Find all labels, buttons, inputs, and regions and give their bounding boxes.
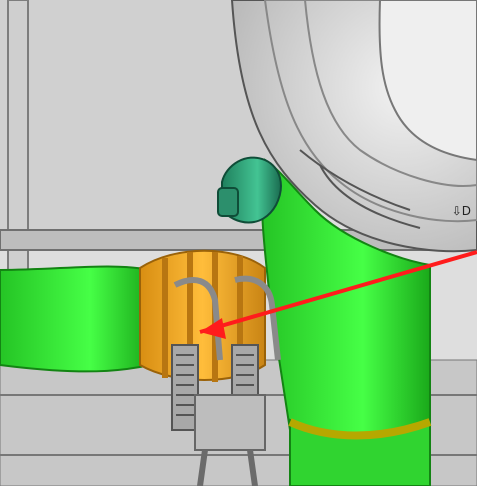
sensor-icon	[217, 156, 282, 224]
fan-housing	[230, 0, 477, 253]
horizontal-pipe	[0, 265, 151, 373]
red-arrow-icon	[199, 250, 477, 339]
drawing-callout: ⇩D	[451, 204, 471, 218]
clamp-icon	[171, 275, 281, 486]
